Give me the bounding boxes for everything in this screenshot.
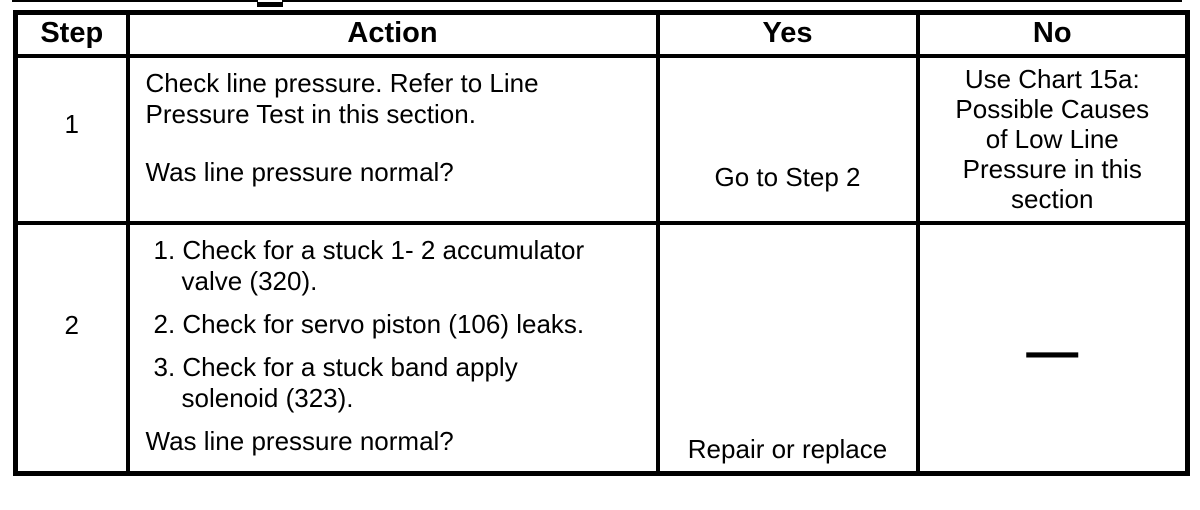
em-dash: —: [1026, 323, 1079, 382]
column-header-step: Step: [13, 10, 130, 58]
yes-result-text: Go to Step 2: [714, 162, 861, 192]
yes-cell: Repair or replace: [655, 221, 920, 475]
scan-artifact-tick: [257, 2, 283, 7]
step-number: 1: [64, 108, 79, 139]
no-cell: Use Chart 15a: Possible Causes of Low Li…: [915, 54, 1190, 225]
table-header-row: Step Action Yes No: [13, 10, 1190, 58]
action-instruction: Check line pressure. Refer to Line Press…: [145, 68, 539, 129]
scan-artifact-gap: [258, 0, 282, 2]
yes-result-text: Repair or replace: [687, 433, 888, 464]
yes-cell: Go to Step 2: [655, 54, 920, 225]
diagnostic-steps-table: Step Action Yes No 1 Check line pressure…: [13, 10, 1190, 476]
column-header-yes: Yes: [655, 10, 920, 58]
action-question: Was line pressure normal?: [145, 426, 454, 456]
step-number-cell: 2: [13, 221, 130, 475]
no-cell: —: [915, 221, 1190, 475]
column-header-no: No: [915, 10, 1190, 58]
action-cell: 1. Check for a stuck 1- 2 accumulator va…: [125, 221, 660, 475]
action-list-item: 1. Check for a stuck 1- 2 accumulator va…: [153, 235, 585, 296]
step-number-cell: 1: [13, 54, 130, 225]
action-question: Was line pressure normal?: [145, 157, 454, 187]
action-list-item: 3. Check for a stuck band apply solenoid…: [153, 352, 518, 413]
action-list-item: 2. Check for servo piston (106) leaks.: [153, 309, 585, 339]
table-row-step-1: 1 Check line pressure. Refer to Line Pre…: [13, 54, 1190, 225]
step-number: 2: [64, 309, 79, 340]
action-cell: Check line pressure. Refer to Line Press…: [125, 54, 660, 225]
table-row-step-2: 2 1. Check for a stuck 1- 2 accumulator …: [13, 221, 1190, 475]
column-header-action: Action: [125, 10, 660, 58]
scan-artifact-line: [12, 0, 1182, 2]
